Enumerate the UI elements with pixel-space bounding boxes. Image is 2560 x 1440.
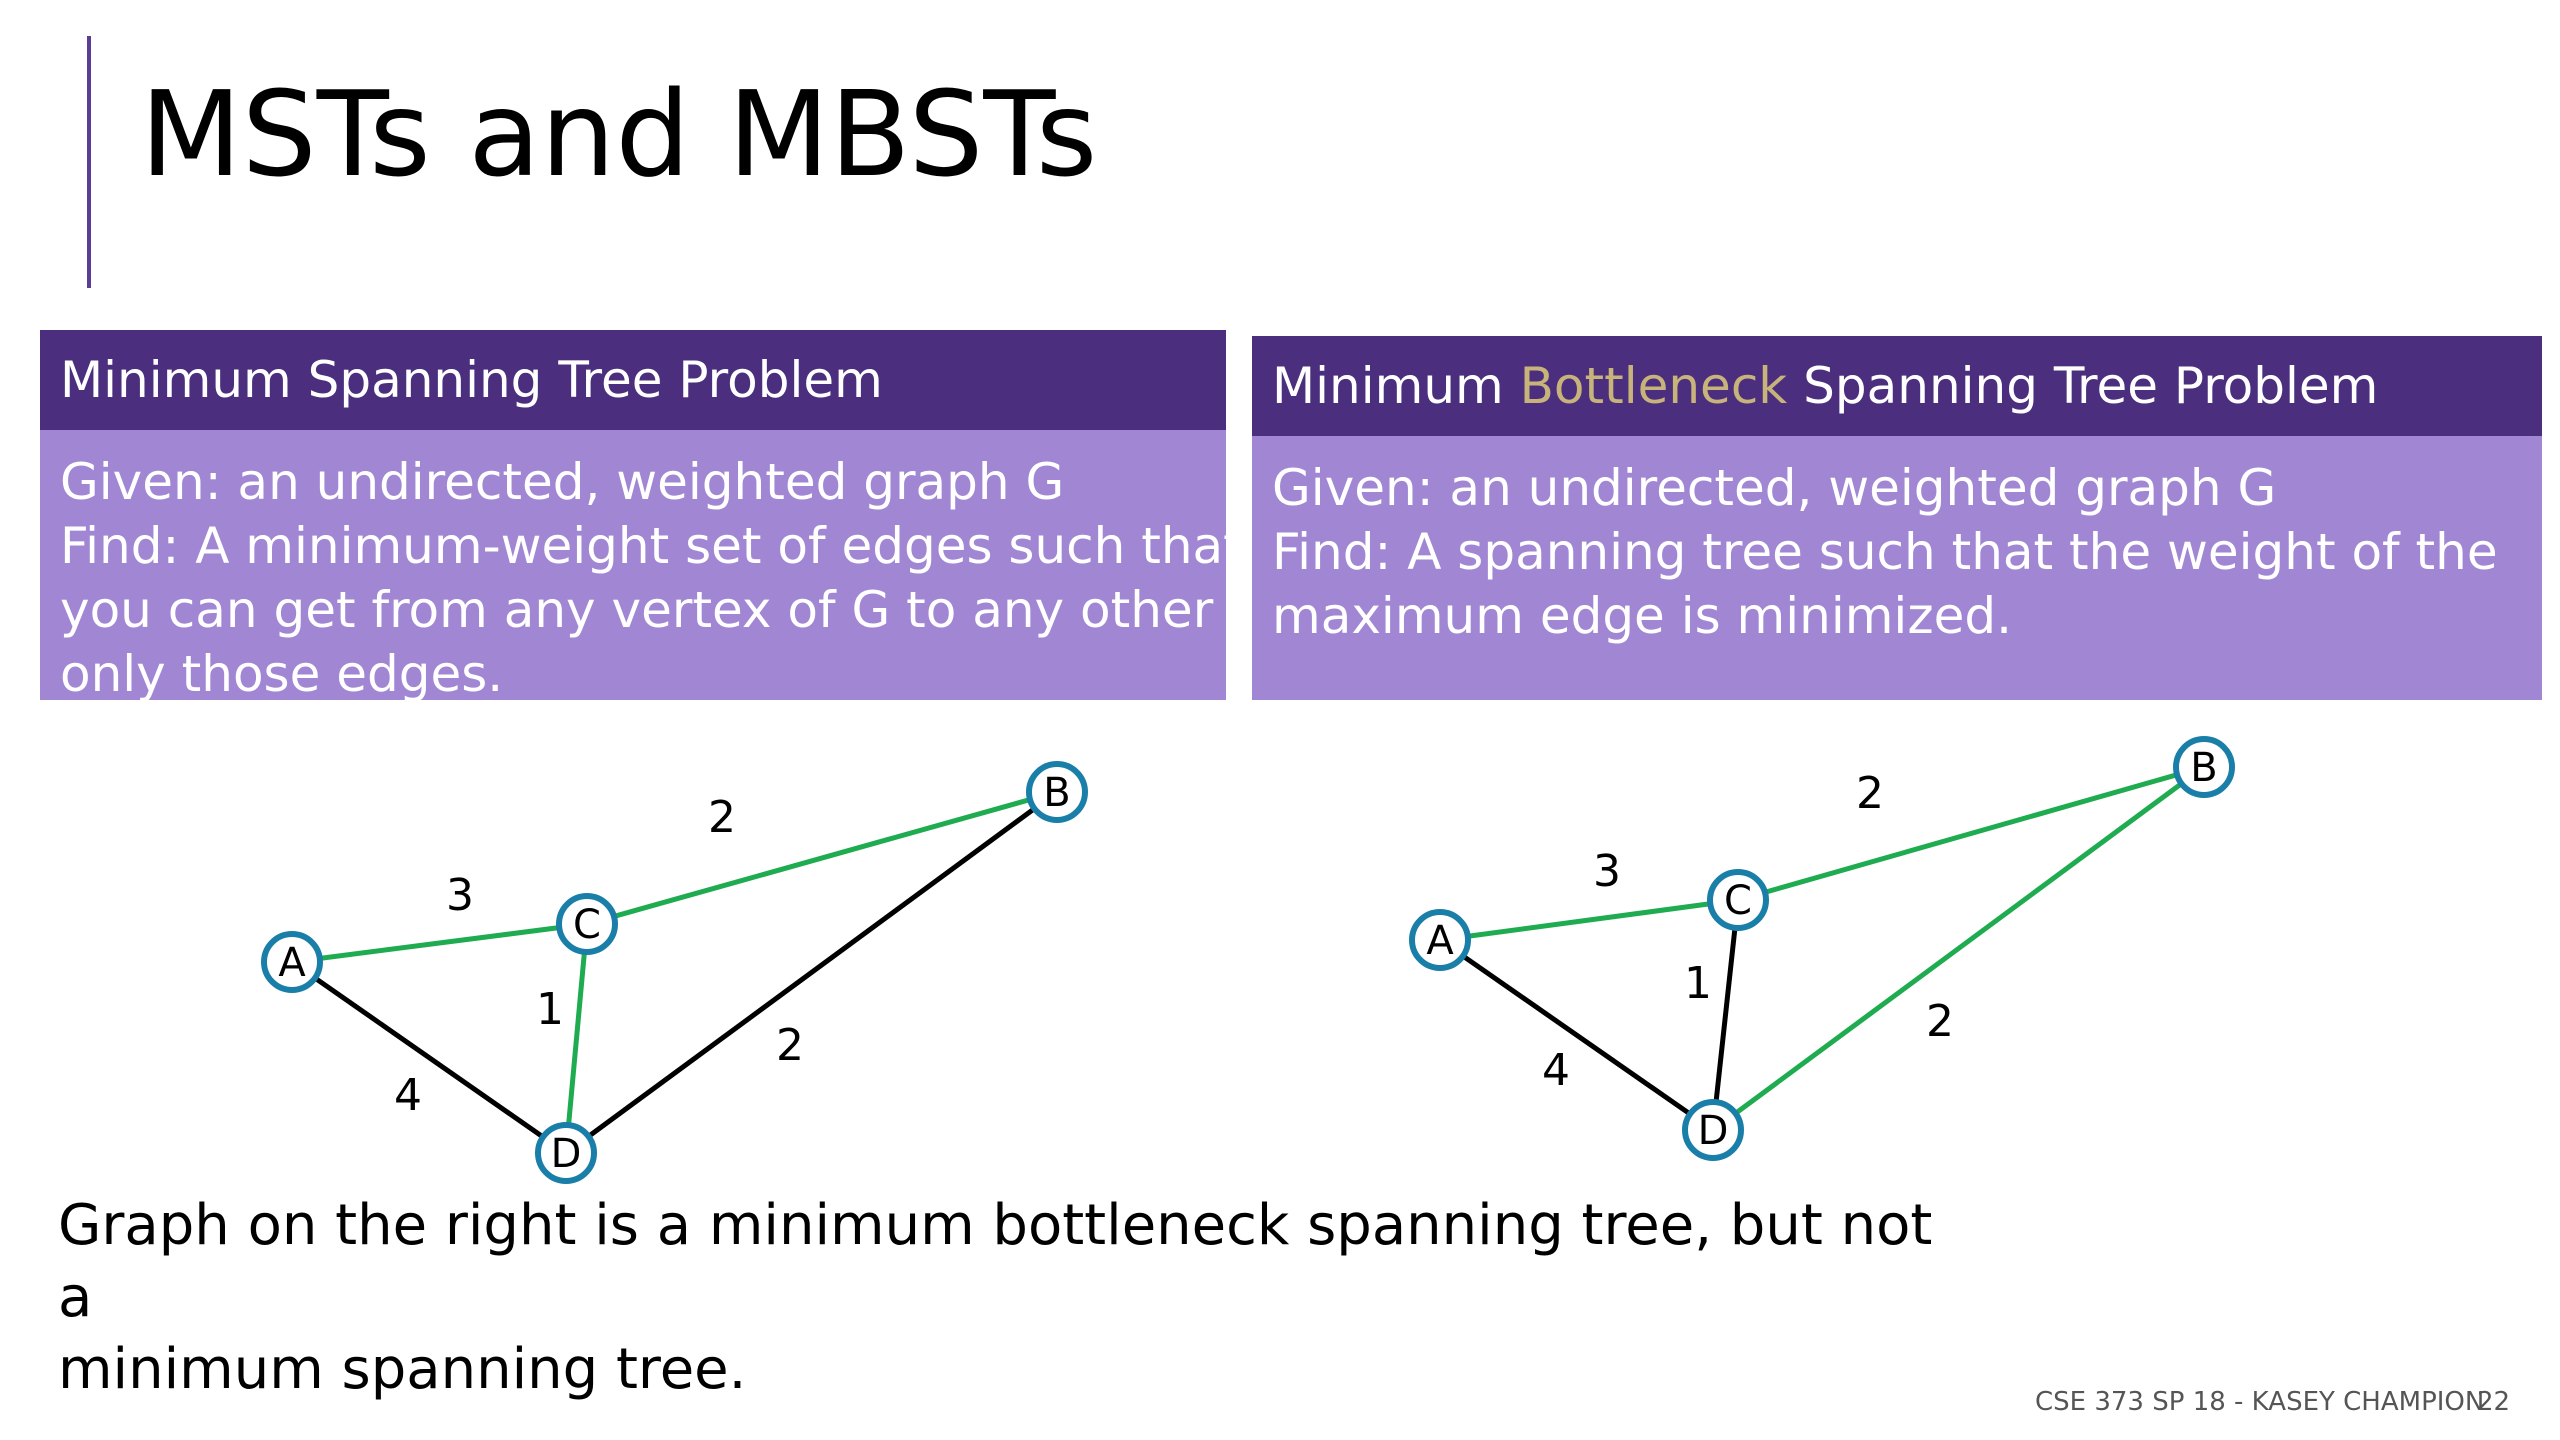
right-vertex-B bbox=[2173, 736, 2235, 798]
right-vertex-label-B: B bbox=[2190, 745, 2217, 791]
footer-page-number: 22 bbox=[2477, 1387, 2511, 1417]
left-edge-A-D bbox=[290, 959, 568, 1156]
right-weight-A-C: 3 bbox=[1593, 846, 1621, 897]
mst-find-line: Find: A minimum-weight set of edges such… bbox=[60, 514, 1226, 578]
right-edge-C-B bbox=[1737, 764, 2205, 903]
left-edge-A-C bbox=[291, 921, 588, 965]
caption-line-1: Graph on the right is a minimum bottlene… bbox=[58, 1193, 1933, 1330]
mbst-heading-highlight: Bottleneck bbox=[1519, 357, 1788, 415]
right-vertex-label-C: C bbox=[1724, 878, 1752, 924]
mbst-find-label: Find bbox=[1272, 523, 1375, 581]
right-weight-C-D: 1 bbox=[1684, 958, 1712, 1009]
left-vertex-D bbox=[535, 1122, 597, 1184]
left-edge-C-B bbox=[586, 789, 1058, 927]
left-vertex-label-A: A bbox=[278, 940, 306, 986]
left-weight-A-D: 4 bbox=[394, 1070, 422, 1121]
right-edge-D-B bbox=[1711, 764, 2206, 1133]
mst-given-text: : an undirected, weighted graph G bbox=[204, 453, 1065, 511]
left-vertex-A bbox=[261, 931, 323, 993]
mst-heading-text: Minimum Spanning Tree Problem bbox=[60, 351, 883, 409]
slide-title: MSTs and MBSTs bbox=[140, 65, 1098, 203]
right-vertex-label-A: A bbox=[1426, 918, 1454, 964]
right-edge-A-C bbox=[1439, 897, 1739, 943]
right-vertex-C bbox=[1707, 869, 1769, 931]
mst-box-body: Given: an undirected, weighted graph G F… bbox=[40, 430, 1226, 700]
right-edge-C-D bbox=[1710, 899, 1741, 1131]
mst-given-line: Given: an undirected, weighted graph G bbox=[60, 450, 1206, 514]
left-vertex-label-D: D bbox=[551, 1131, 582, 1177]
caption-line-2: minimum spanning tree. bbox=[58, 1337, 747, 1402]
mbst-find-line: Find: A spanning tree such that the weig… bbox=[1272, 520, 2522, 584]
mbst-heading-pre: Minimum bbox=[1272, 357, 1520, 415]
mst-find-text: : A minimum-weight set of edges such tha… bbox=[162, 517, 1226, 575]
mst-find-label: Find bbox=[60, 517, 163, 575]
right-vertex-A bbox=[1409, 909, 1471, 971]
left-vertex-C bbox=[556, 893, 618, 955]
right-weight-D-B: 2 bbox=[1926, 996, 1954, 1047]
mbst-find-text: : A spanning tree such that the weight o… bbox=[1374, 523, 2498, 581]
right-vertex-D bbox=[1682, 1099, 1744, 1161]
mst-problem-box: Minimum Spanning Tree Problem Given: an … bbox=[40, 330, 1226, 700]
right-weight-A-D: 4 bbox=[1542, 1045, 1570, 1096]
mbst-line3: maximum edge is minimized. bbox=[1272, 587, 2012, 645]
left-weight-A-C: 3 bbox=[446, 870, 474, 921]
left-weight-D-B: 2 bbox=[776, 1020, 804, 1071]
left-vertex-B bbox=[1026, 761, 1088, 823]
slide-caption: Graph on the right is a minimum bottlene… bbox=[58, 1190, 1958, 1406]
mbst-given-line: Given: an undirected, weighted graph G bbox=[1272, 456, 2522, 520]
mbst-given-label: Given bbox=[1272, 459, 1417, 517]
mst-box-heading: Minimum Spanning Tree Problem bbox=[40, 330, 1226, 430]
mbst-box-heading: Minimum Bottleneck Spanning Tree Problem bbox=[1252, 336, 2542, 436]
mst-line3: you can get from any vertex of G to any … bbox=[60, 581, 1226, 639]
mst-line4: only those edges. bbox=[60, 645, 504, 700]
mbst-given-text: : an undirected, weighted graph G bbox=[1416, 459, 2277, 517]
left-weight-C-B: 2 bbox=[708, 792, 736, 843]
right-edge-A-D bbox=[1438, 937, 1715, 1133]
left-weight-C-D: 1 bbox=[536, 984, 564, 1035]
left-vertex-label-B: B bbox=[1043, 770, 1070, 816]
mbst-box-body: Given: an undirected, weighted graph G F… bbox=[1252, 436, 2542, 700]
left-edge-D-B bbox=[564, 789, 1059, 1156]
footer-course: CSE 373 SP 18 - KASEY CHAMPION bbox=[2035, 1387, 2485, 1417]
mbst-problem-box: Minimum Bottleneck Spanning Tree Problem… bbox=[1252, 336, 2542, 700]
right-vertex-label-D: D bbox=[1698, 1108, 1729, 1154]
left-edge-C-D bbox=[563, 923, 590, 1154]
title-accent-bar bbox=[87, 36, 91, 288]
right-weight-C-B: 2 bbox=[1856, 768, 1884, 819]
left-vertex-label-C: C bbox=[573, 902, 601, 948]
mst-given-label: Given bbox=[60, 453, 205, 511]
mbst-heading-post: Spanning Tree Problem bbox=[1787, 357, 2379, 415]
